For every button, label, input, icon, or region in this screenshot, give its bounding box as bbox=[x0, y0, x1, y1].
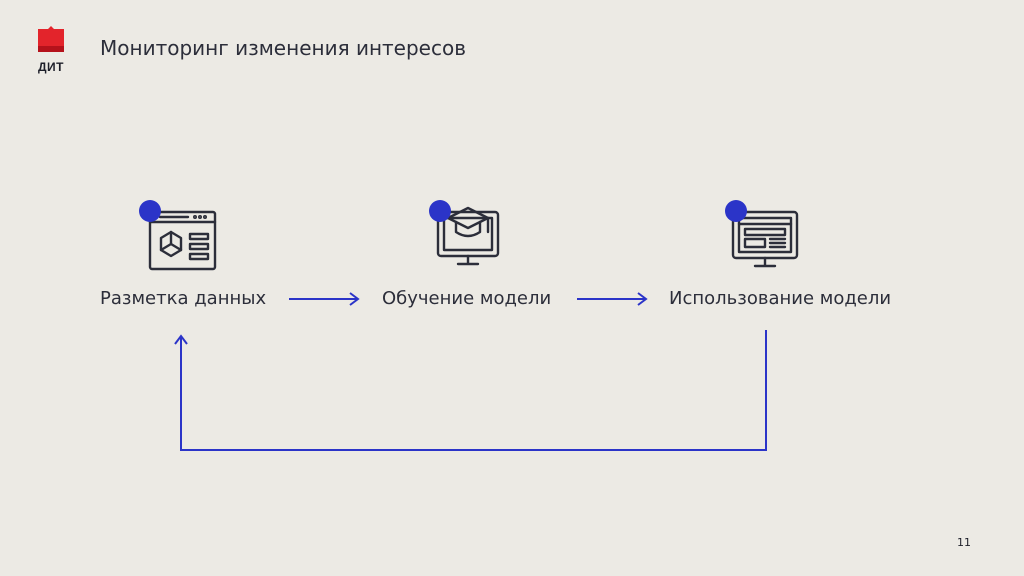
node-label-model-training: Обучение модели bbox=[382, 288, 552, 309]
logo-text: ДИТ bbox=[37, 60, 64, 74]
node-marker-3 bbox=[725, 200, 747, 222]
node-label-data-labeling: Разметка данных bbox=[100, 288, 267, 309]
node-marker-1 bbox=[139, 200, 161, 222]
application-monitor-icon bbox=[731, 210, 799, 268]
graduation-cap-monitor-icon bbox=[436, 206, 500, 266]
dit-logo-icon bbox=[38, 26, 64, 52]
node-marker-2 bbox=[429, 200, 451, 222]
page-number: 11 bbox=[957, 536, 971, 549]
feedback-loop-arrow bbox=[174, 330, 767, 451]
page-title: Мониторинг изменения интересов bbox=[100, 36, 467, 60]
data-labeling-icon bbox=[148, 210, 217, 271]
node-label-model-usage: Использование модели bbox=[669, 288, 892, 309]
